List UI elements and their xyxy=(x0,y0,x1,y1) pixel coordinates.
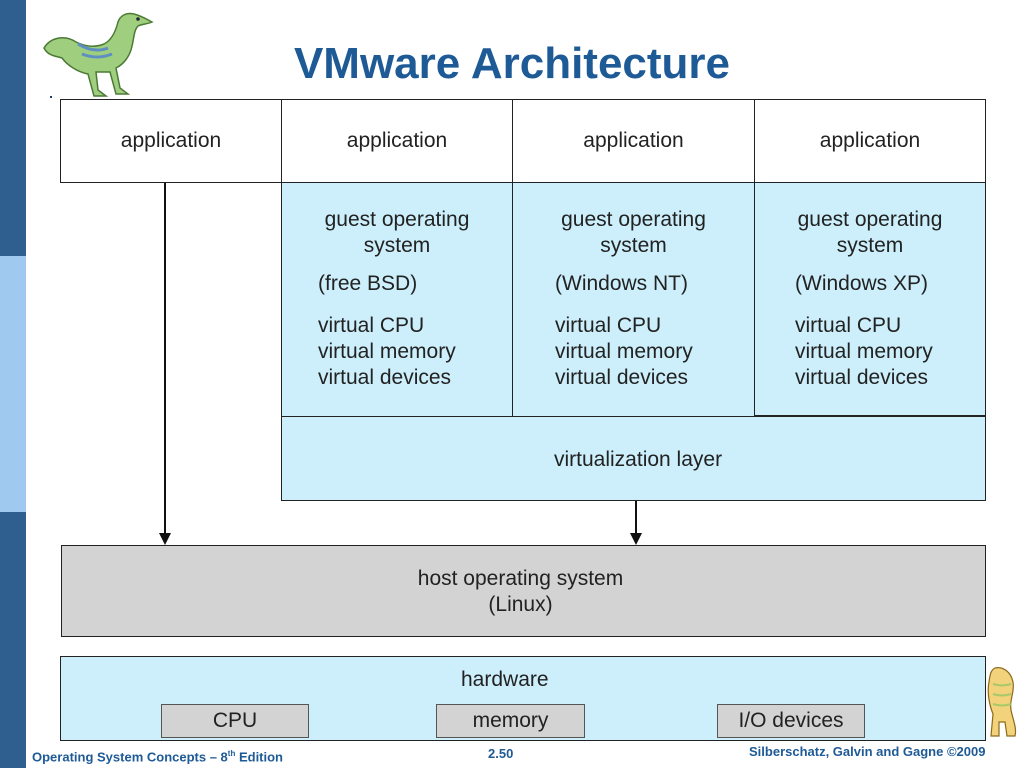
host-os-label-line1: host operating system xyxy=(417,567,624,590)
guest-os-label-line2: system xyxy=(600,234,667,257)
application-label: application xyxy=(346,129,448,152)
application-box-4: application xyxy=(754,99,986,183)
virtual-memory-label: virtual memory xyxy=(555,340,693,363)
memory-component: memory xyxy=(436,704,585,738)
virtual-cpu-label: virtual CPU xyxy=(795,314,902,337)
virtual-cpu-label: virtual CPU xyxy=(555,314,662,337)
memory-label: memory xyxy=(472,709,549,732)
application-label: application xyxy=(583,129,684,152)
arrow-head-left xyxy=(159,533,171,545)
guest-os-label-line1: guest operating xyxy=(797,208,943,231)
guest-os-box-3: guest operating system (Windows XP) virt… xyxy=(754,182,986,416)
footer-authors: Silberschatz, Galvin and Gagne ©2009 xyxy=(749,744,986,759)
dinosaur-logo-icon xyxy=(43,12,154,97)
cpu-component: CPU xyxy=(161,704,309,738)
io-devices-label: I/O devices xyxy=(738,709,844,732)
application-box-3: application xyxy=(512,99,755,183)
guest-os-label-line1: guest operating xyxy=(561,208,706,231)
hardware-box: hardware CPU memory I/O devices xyxy=(60,656,986,741)
left-sidebar-bar xyxy=(0,0,26,768)
virtualization-layer-box: virtualization layer xyxy=(281,416,986,501)
virtual-devices-label: virtual devices xyxy=(555,366,689,389)
virtual-memory-label: virtual memory xyxy=(795,340,933,363)
footer-edition-text: Edition xyxy=(235,749,284,765)
guest-os-name: (Windows NT) xyxy=(555,272,689,295)
slide-title: VMware Architecture xyxy=(293,39,731,88)
sidebar-accent xyxy=(0,256,26,512)
cpu-label: CPU xyxy=(212,709,258,732)
host-os-box: host operating system (Linux) xyxy=(61,545,986,637)
guest-os-box-2: guest operating system (Windows NT) virt… xyxy=(512,182,755,417)
application-box-2: application xyxy=(281,99,513,183)
footer-book-title-text: Operating System Concepts – 8 xyxy=(32,749,228,765)
arrow-head-center xyxy=(630,533,642,545)
virtualization-layer-label: virtualization layer xyxy=(554,448,723,471)
virtual-devices-label: virtual devices xyxy=(318,366,452,389)
guest-os-box-1: guest operating system (free BSD) virtua… xyxy=(281,182,513,417)
io-devices-component: I/O devices xyxy=(717,704,865,738)
guest-os-name: (free BSD) xyxy=(318,272,418,295)
footer-book-title: Operating System Concepts – 8th Edition xyxy=(32,744,283,767)
footer-edition-superscript: th xyxy=(227,749,236,758)
application-label: application xyxy=(819,129,921,152)
guest-os-label-line2: system xyxy=(836,234,904,257)
footer-page-number: 2.50 xyxy=(488,746,514,761)
arrow-shaft-left xyxy=(164,183,166,533)
virtual-memory-label: virtual memory xyxy=(318,340,456,363)
decorative-dot xyxy=(50,96,52,98)
host-os-label-line2: (Linux) xyxy=(488,593,553,616)
guest-os-label-line2: system xyxy=(363,234,431,257)
guest-os-label-line1: guest operating xyxy=(324,208,470,231)
application-box-1: application xyxy=(60,99,282,183)
guest-os-name: (Windows XP) xyxy=(795,272,929,295)
dinosaur-footer-icon xyxy=(987,667,1017,737)
virtual-cpu-label: virtual CPU xyxy=(318,314,425,337)
application-label: application xyxy=(120,129,222,152)
virtual-devices-label: virtual devices xyxy=(795,366,929,389)
arrow-shaft-center xyxy=(635,501,637,533)
hardware-label: hardware xyxy=(461,668,549,691)
